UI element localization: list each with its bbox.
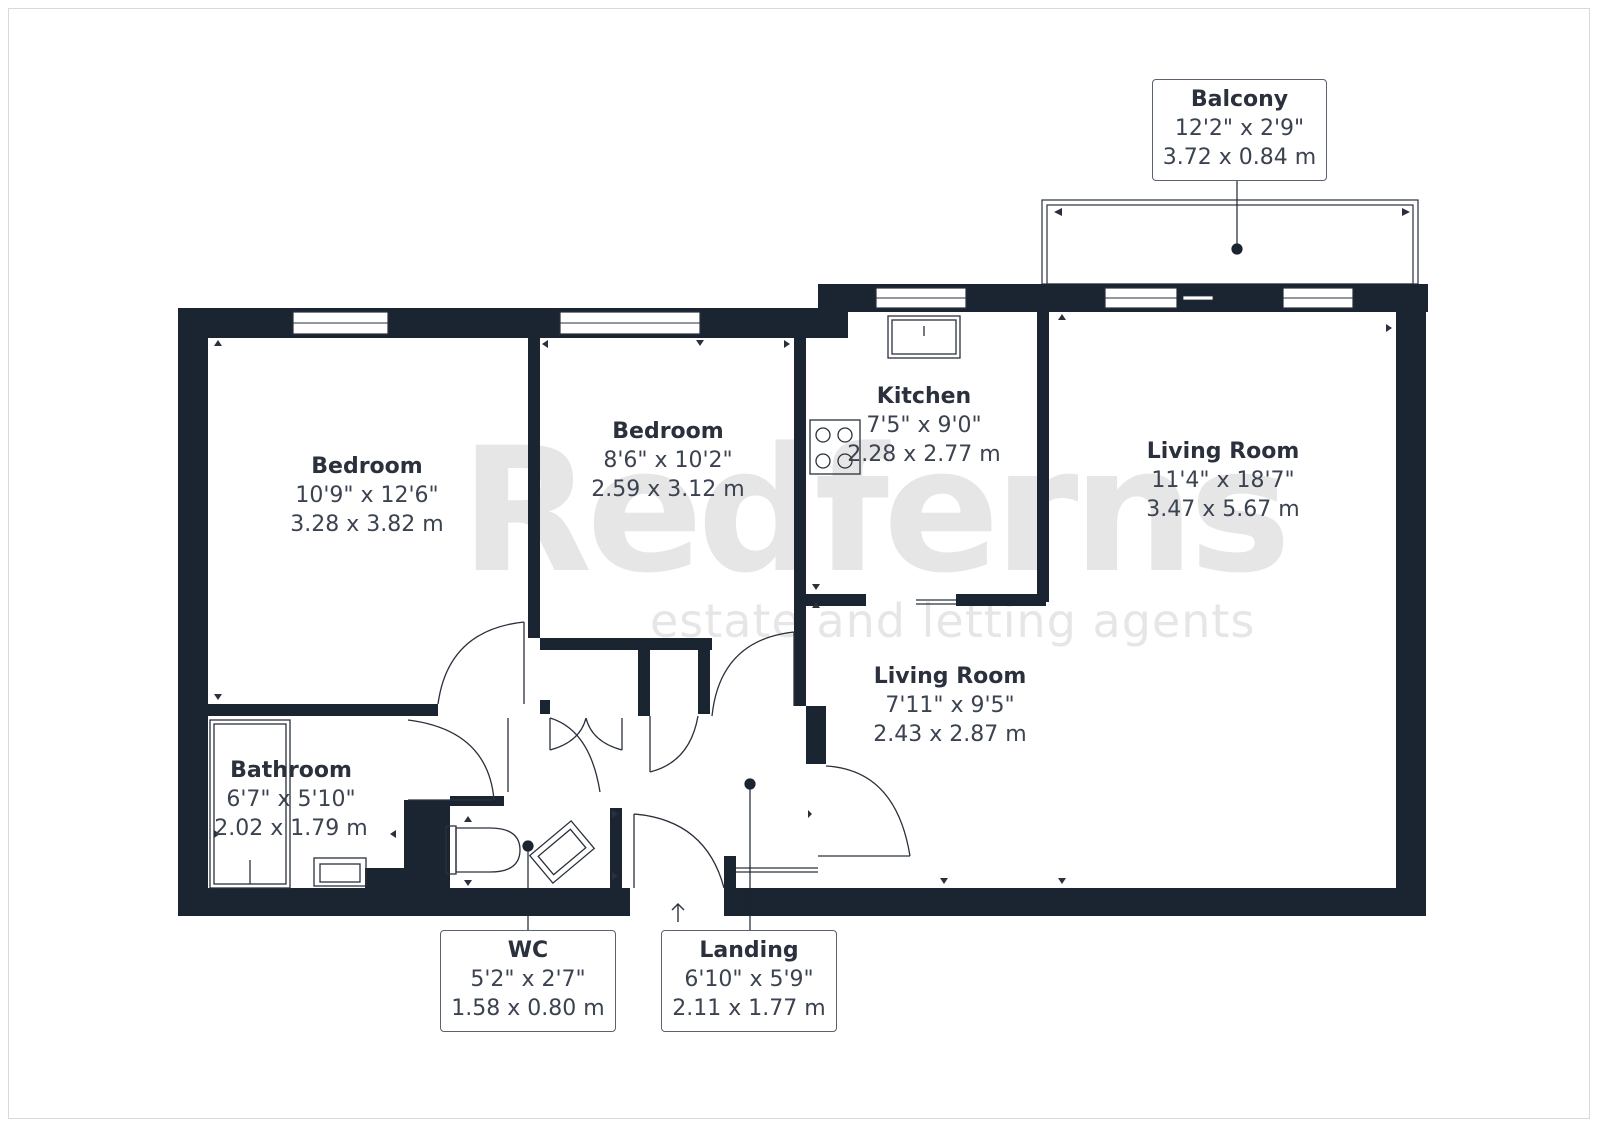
room-label-living-room-2: Living Room 7'11" x 9'5" 2.43 x 2.87 m [873,662,1026,749]
room-name: Bedroom [612,419,724,444]
fixtures [209,315,961,889]
page-frame [8,8,1590,1119]
callout-landing: Landing 6'10" x 5'9" 2.11 x 1.77 m [661,930,837,1032]
callout-pointers [522,180,1243,930]
dimension-markers [214,208,1410,886]
room-label-bedroom-1: Bedroom 10'9" x 12'6" 3.28 x 3.82 m [290,452,443,539]
room-dimensions-metric: 2.28 x 2.77 m [847,442,1001,467]
room-dimensions-imperial: 5'2" x 2'7" [470,967,586,992]
balcony-outline [1041,199,1419,285]
room-name: Living Room [873,664,1027,689]
room-dimensions-metric: 3.28 x 3.82 m [290,512,444,537]
room-dimensions-imperial: 10'9" x 12'6" [295,483,439,508]
room-name: Kitchen [876,384,972,409]
room-dimensions-metric: 1.58 x 0.80 m [451,996,605,1021]
room-dimensions-imperial: 8'6" x 10'2" [603,448,733,473]
room-dimensions-imperial: 7'5" x 9'0" [866,413,982,438]
callout-wc: WC 5'2" x 2'7" 1.58 x 0.80 m [440,930,616,1032]
room-label-bedroom-2: Bedroom 8'6" x 10'2" 2.59 x 3.12 m [591,417,744,504]
room-dimensions-imperial: 11'4" x 18'7" [1151,468,1295,493]
room-label-bathroom: Bathroom 6'7" x 5'10" 2.02 x 1.79 m [214,756,367,843]
room-dimensions-metric: 2.59 x 3.12 m [591,477,745,502]
room-dimensions-imperial: 12'2" x 2'9" [1174,116,1305,141]
room-label-kitchen: Kitchen 7'5" x 9'0" 2.28 x 2.77 m [847,382,1000,469]
interior-walls [208,312,1049,888]
room-name: Bathroom [230,758,352,783]
room-dimensions-imperial: 6'10" x 5'9" [684,967,814,992]
callout-balcony: Balcony 12'2" x 2'9" 3.72 x 0.84 m [1152,79,1327,181]
room-dimensions-metric: 2.11 x 1.77 m [672,996,826,1021]
windows [292,287,1354,335]
entrance-arrow [671,903,685,922]
room-dimensions-metric: 3.72 x 0.84 m [1162,145,1317,170]
room-dimensions-metric: 2.43 x 2.87 m [873,722,1027,747]
room-dimensions-metric: 2.02 x 1.79 m [214,816,368,841]
room-dimensions-imperial: 7'11" x 9'5" [885,693,1015,718]
room-dimensions-imperial: 6'7" x 5'10" [226,787,356,812]
room-dimensions-metric: 3.47 x 5.67 m [1146,497,1300,522]
room-label-living-room-1: Living Room 11'4" x 18'7" 3.47 x 5.67 m [1146,437,1299,524]
room-name: Living Room [1146,439,1300,464]
room-name: Balcony [1190,87,1289,112]
room-name: Landing [699,938,799,963]
room-name: Bedroom [311,454,423,479]
room-name: WC [507,938,549,963]
